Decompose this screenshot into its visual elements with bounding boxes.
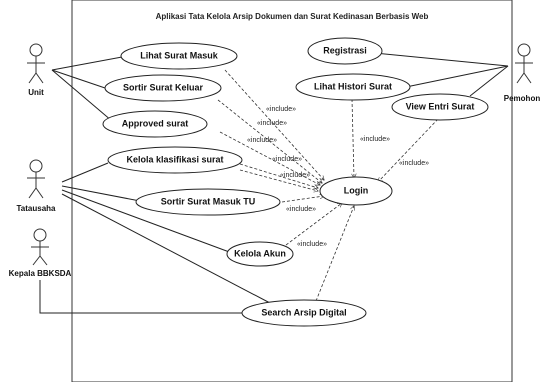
use-case-registrasi: Registrasi <box>307 37 383 65</box>
use-case-sortir-surat-masuk-tu-shape <box>135 188 281 216</box>
use-case-registrasi-shape <box>307 37 383 65</box>
use-case-search-arsip-digital: Search Arsip Digital <box>241 299 367 327</box>
actor-unit-leg-right <box>35 72 44 84</box>
use-case-lihat-histori-surat: Lihat Histori Surat <box>295 73 411 101</box>
include-sortir-surat-masuk-tu-login <box>281 196 324 203</box>
use-case-login: Login <box>319 176 393 206</box>
use-case-kelola-akun-label: Kelola Akun <box>234 248 286 258</box>
assoc-unit-sortir-surat-keluar <box>51 69 109 90</box>
use-case-lihat-surat-masuk-shape <box>120 42 238 70</box>
include-label-6: «include» <box>286 206 316 213</box>
actor-unit-head <box>29 43 43 57</box>
actor-pemohon: Pemohon <box>504 43 541 103</box>
use-case-sortir-surat-masuk-tu-label: Sortir Surat Masuk TU <box>161 196 256 206</box>
actor-kepala-leg-right <box>39 255 48 266</box>
use-case-sortir-surat-masuk-tu: Sortir Surat Masuk TU <box>135 188 281 216</box>
include-label-5: «include» <box>280 172 310 179</box>
actor-kepala-bbksda: Kepala BBKSDA <box>9 228 72 278</box>
actor-tatausaha-label: Tatausaha <box>17 204 57 213</box>
actor-pemohon-leg-left <box>516 72 525 84</box>
use-case-lihat-histori-label: Lihat Histori Surat <box>314 81 392 91</box>
use-case-kelola-klasifikasi-label: Kelola klasifikasi surat <box>126 154 223 164</box>
use-case-search-arsip-shape <box>241 299 367 327</box>
use-case-search-arsip-label: Search Arsip Digital <box>261 307 346 317</box>
use-case-lihat-histori-shape <box>295 73 411 101</box>
use-case-view-entri-label: View Entri Surat <box>406 101 475 111</box>
use-case-approved-surat-label: Approved surat <box>122 118 189 128</box>
assoc-pemohon-registrasi <box>374 52 509 67</box>
use-case-login-shape <box>319 176 393 206</box>
actor-tatausaha: Tatausaha <box>17 159 57 213</box>
include-kelola-akun-login <box>285 203 342 246</box>
actor-kepala-head <box>33 228 47 242</box>
assoc-kepala-search-arsip <box>39 280 244 314</box>
use-case-sortir-surat-keluar: Sortir Surat Keluar <box>104 74 222 102</box>
use-case-approved-surat: Approved surat <box>102 110 208 138</box>
assoc-unit-approved-surat <box>51 69 113 122</box>
assoc-pemohon-view-entri <box>469 65 509 97</box>
use-case-view-entri-surat: View Entri Surat <box>391 93 489 121</box>
actor-tatausaha-leg-left <box>28 187 37 199</box>
use-case-approved-surat-shape <box>102 110 208 138</box>
use-case-login-label: Login <box>344 185 369 195</box>
actor-pemohon-head <box>517 43 531 57</box>
include-search-arsip-login <box>315 206 354 302</box>
use-case-kelola-akun-shape <box>226 241 294 267</box>
include-sortir-surat-keluar-login <box>217 99 322 183</box>
actor-tatausaha-leg-right <box>35 187 44 199</box>
use-case-sortir-surat-keluar-shape <box>104 74 222 102</box>
include-label-8: «include» <box>360 136 390 143</box>
use-case-lihat-surat-masuk: Lihat Surat Masuk <box>120 42 238 70</box>
assoc-tu-sortir-surat-masuk-tu <box>61 185 141 202</box>
include-label-3: «include» <box>247 137 277 144</box>
assoc-tu-kelola-klasifikasi <box>61 162 109 183</box>
use-case-view-entri-shape <box>391 93 489 121</box>
actor-kepala-leg-left <box>32 255 41 266</box>
assoc-tu-kelola-akun <box>61 189 233 254</box>
actor-pemohon-label: Pemohon <box>504 94 541 103</box>
include-approved-surat-login <box>219 131 320 185</box>
include-view-entri-login <box>378 118 439 182</box>
assoc-unit-lihat-surat-masuk <box>51 56 123 71</box>
include-label-9: «include» <box>399 160 429 167</box>
include-label-1: «include» <box>266 106 296 113</box>
use-case-lihat-surat-masuk-label: Lihat Surat Masuk <box>140 50 219 60</box>
include-label-4: «include» <box>272 156 302 163</box>
use-case-kelola-akun: Kelola Akun <box>226 241 294 267</box>
system-title: Aplikasi Tata Kelola Arsip Dokumen dan S… <box>156 12 429 21</box>
include-kelola-klasifikasi-login-2 <box>239 169 318 191</box>
include-label-7: «include» <box>297 241 327 248</box>
actor-unit: Unit <box>27 43 45 97</box>
actor-kepala-label: Kepala BBKSDA <box>9 269 72 278</box>
use-case-registrasi-label: Registrasi <box>323 45 367 55</box>
use-case-sortir-surat-keluar-label: Sortir Surat Keluar <box>123 82 204 92</box>
include-label-2: «include» <box>257 120 287 127</box>
include-lihat-histori-login <box>352 98 354 178</box>
actor-unit-label: Unit <box>28 88 44 97</box>
assoc-tu-search-arsip <box>61 193 271 304</box>
use-case-kelola-klasifikasi-shape <box>107 146 243 174</box>
actor-unit-leg-left <box>28 72 37 84</box>
actor-tatausaha-head <box>29 159 43 173</box>
assoc-pemohon-lihat-histori <box>405 65 509 88</box>
actor-pemohon-leg-right <box>523 72 532 84</box>
use-case-kelola-klasifikasi-surat: Kelola klasifikasi surat <box>107 146 243 174</box>
include-kelola-klasifikasi-login <box>239 163 318 188</box>
